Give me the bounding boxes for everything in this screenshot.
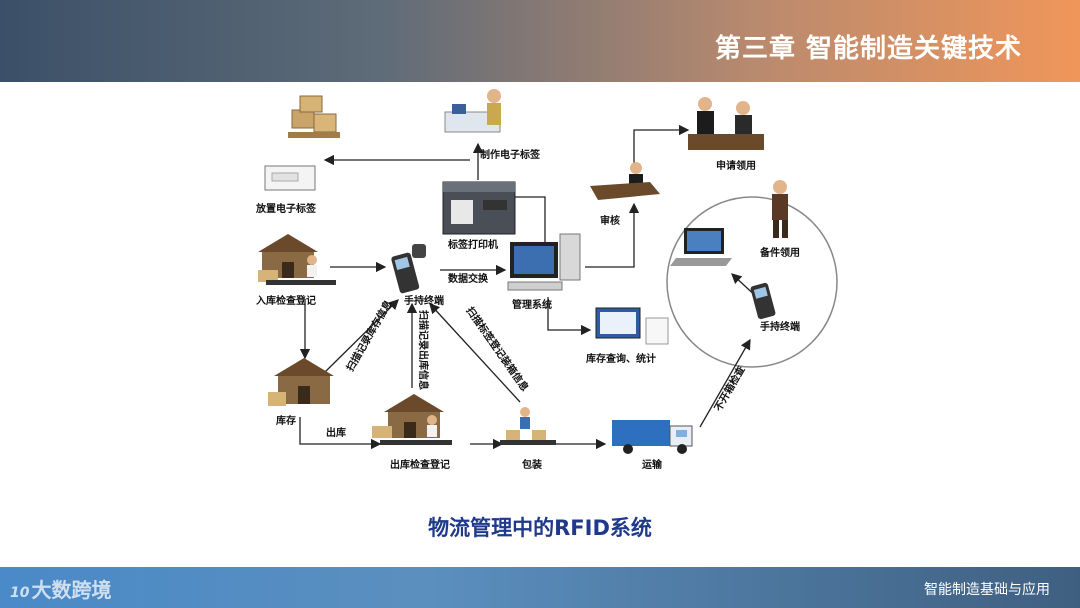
diagram-caption: 物流管理中的RFID系统 [428, 516, 652, 540]
label-inbound: 入库检查登记 [256, 294, 316, 307]
people-meeting-icon [688, 97, 764, 150]
label-handheld: 手持终端 [404, 294, 444, 307]
house-icon [258, 234, 336, 285]
label-outbound-check: 出库检查登记 [390, 458, 450, 471]
label-data-exchange: 数据交换 [448, 272, 489, 285]
label-apply: 申请领用 [716, 159, 756, 172]
line-mgmt-printer [515, 196, 546, 258]
arrow-transport-handheld2 [699, 338, 751, 428]
worker-icon [772, 180, 788, 238]
desk-person-icon [590, 162, 660, 200]
label-review: 审核 [600, 214, 620, 227]
arrow-mgmt-inventory [547, 297, 592, 336]
arrow-review-apply [633, 124, 690, 172]
watermark-text: 大数跨境 [31, 578, 112, 602]
computer-icon [507, 233, 581, 291]
label-handheld-2: 手持终端 [760, 320, 800, 333]
chapter-title: 第三章 智能制造关键技术 [714, 34, 1022, 64]
label-scan-outbound: 扫描记录出库信息 [417, 310, 430, 390]
top-banner: 第三章 智能制造关键技术 [0, 0, 1080, 82]
label-packing: 包装 [522, 458, 542, 471]
course-name: 智能制造基础与应用 [924, 582, 1050, 598]
handheld-scanner-2-icon [750, 282, 776, 320]
person-icon [444, 89, 501, 133]
laptop-icon [670, 228, 732, 266]
label-printer: 标签打印机 [447, 238, 498, 251]
label-outbound: 出库 [326, 426, 346, 439]
label-scan-packing: 扫描标签登记装箱信息 [464, 304, 532, 393]
label-scan-inbound: 扫描记录库存信息 [343, 298, 394, 374]
label-spare-parts: 备件领用 [759, 246, 800, 259]
label-unopened-check: 不开箱检查 [711, 363, 748, 414]
packing-icon [500, 407, 556, 445]
box-icon [288, 95, 340, 138]
line-mgmt-review [585, 202, 640, 268]
spare-parts-circle [666, 196, 838, 368]
label-mgmt-system: 管理系统 [512, 298, 552, 311]
rfid-tag-icon [264, 165, 316, 191]
truck-icon [612, 420, 693, 454]
monitor-report-icon [595, 307, 669, 345]
handheld-scanner-icon [391, 244, 426, 294]
arrow-packing-handheld [429, 303, 521, 403]
label-warehouse: 库存 [276, 414, 296, 427]
printer-icon [442, 181, 516, 235]
arrow-warehouse-handheld [324, 299, 399, 373]
label-transport: 运输 [642, 458, 663, 471]
label-place-tag: 放置电子标签 [255, 202, 317, 215]
watermark-mark: 10 [10, 585, 30, 601]
label-make-tag: 制作电子标签 [480, 148, 541, 161]
label-inventory-query: 库存查询、统计 [586, 352, 656, 365]
rfid-logistics-diagram: 放置电子标签 制作电子标签 标签打印机 申请领用 审核 [255, 89, 838, 471]
arrow-warehouse-outbound [299, 417, 382, 450]
warehouse-icon [268, 358, 334, 406]
outbound-house-icon [372, 394, 452, 445]
